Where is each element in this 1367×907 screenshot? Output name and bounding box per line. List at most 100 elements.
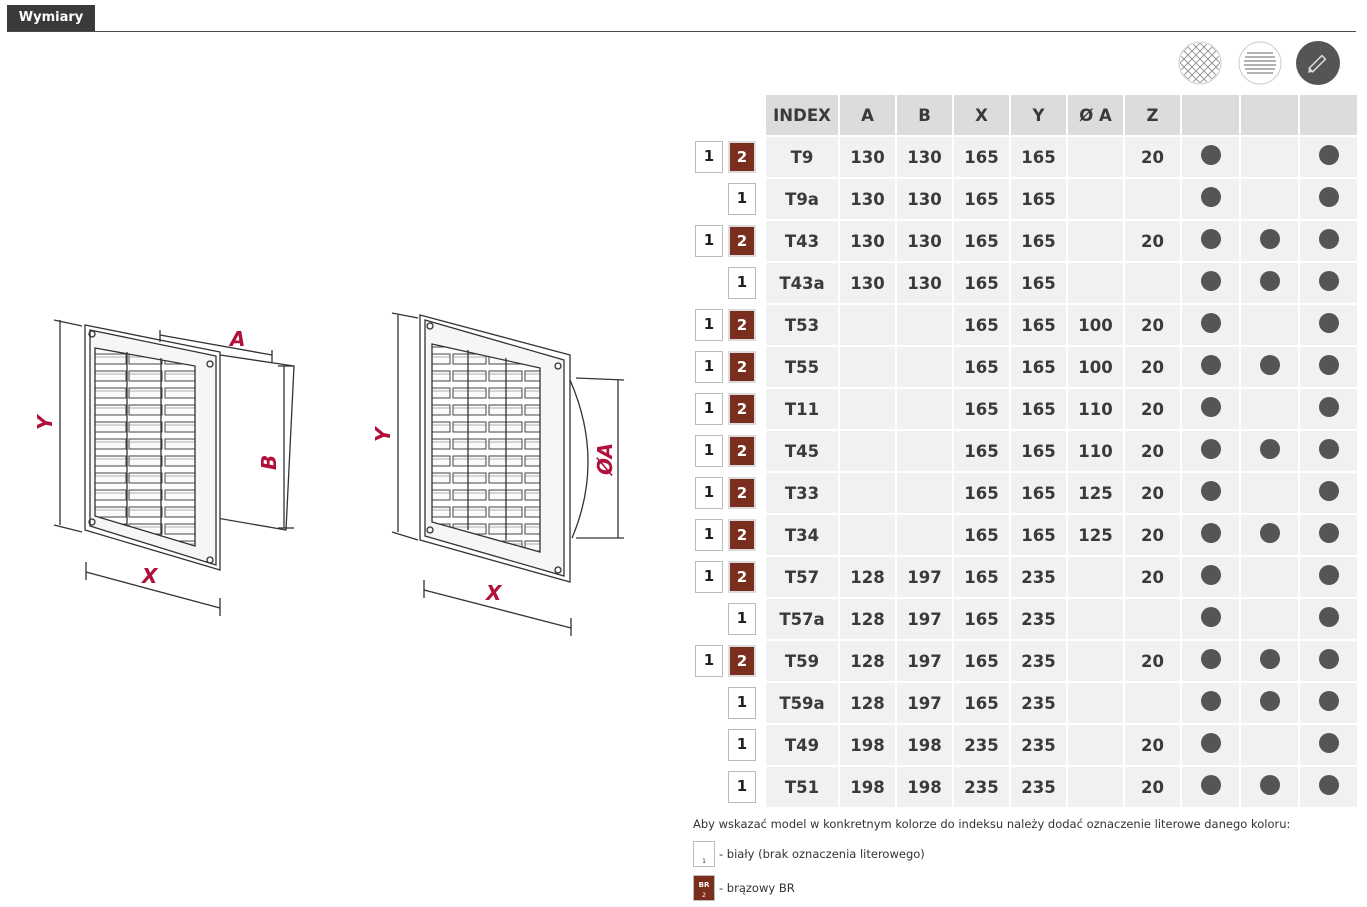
availability-dot-icon [1200,439,1221,459]
cell-z: 20 [1125,765,1180,807]
color-badge-brown[interactable]: 2 [728,477,756,509]
cell-z: 20 [1125,555,1180,597]
cell-a [840,345,895,387]
color-badge-white[interactable]: 1 [695,477,723,509]
cell-y: 165 [1011,513,1066,555]
cell-index: T34 [766,513,838,555]
color-badge-brown[interactable]: 2 [728,141,756,173]
cell-variant-3 [1300,177,1357,219]
color-badge-white[interactable]: 1 [695,351,723,383]
color-badge-brown[interactable]: 2 [728,645,756,677]
legend-white-label: - biały (brak oznaczenia literowego) [719,847,925,861]
availability-dot-icon [1259,229,1280,249]
cell-oa: 100 [1068,345,1123,387]
pencil-icon[interactable] [1296,41,1340,85]
availability-dot-icon [1259,355,1280,375]
availability-dot-icon [1200,145,1221,165]
cell-variant-2 [1241,765,1298,807]
color-badge-brown[interactable]: 2 [728,393,756,425]
color-badge-brown[interactable]: 2 [728,561,756,593]
availability-dot-icon [1200,733,1221,753]
color-badge-brown[interactable]: 2 [728,435,756,467]
cell-variant-2 [1241,345,1298,387]
color-badge-white[interactable]: 1 [695,561,723,593]
cell-b: 130 [897,219,952,261]
cell-variant-1 [1182,177,1239,219]
availability-dot-icon [1200,607,1221,627]
cell-b: 198 [897,723,952,765]
cell-a: 130 [840,177,895,219]
color-badge-white[interactable]: 1 [695,435,723,467]
color-badge-brown[interactable]: 2 [728,225,756,257]
header-index: INDEX [766,95,838,135]
color-badge-white[interactable]: 1 [728,267,756,299]
cell-variant-1 [1182,723,1239,765]
color-badge-white[interactable]: 1 [695,141,723,173]
color-badge-white[interactable]: 1 [728,603,756,635]
cell-y: 165 [1011,345,1066,387]
color-badge-white[interactable]: 1 [728,729,756,761]
color-badge-white[interactable]: 1 [695,309,723,341]
cell-z: 20 [1125,345,1180,387]
color-badge-white[interactable]: 1 [695,645,723,677]
cell-variant-1 [1182,681,1239,723]
cell-a [840,513,895,555]
cell-z: 20 [1125,303,1180,345]
cell-y: 235 [1011,765,1066,807]
color-badge-brown[interactable]: 2 [728,351,756,383]
color-badge-white[interactable]: 1 [695,225,723,257]
dim-label-y-right: Y [371,425,395,442]
tab-bar: Wymiary [7,5,1356,32]
cell-variant-1 [1182,765,1239,807]
color-badge-white[interactable]: 1 [728,771,756,803]
grille-drawing-left [53,319,295,616]
availability-dot-icon [1200,649,1221,669]
cell-variant-1 [1182,471,1239,513]
grille-drawing-right [391,312,625,636]
cell-variant-2 [1241,555,1298,597]
cell-a: 128 [840,681,895,723]
cell-index: T55 [766,345,838,387]
color-badge-white[interactable]: 1 [695,519,723,551]
cell-b: 130 [897,261,952,303]
header-badge-spacer [694,95,764,135]
cell-b [897,429,952,471]
cell-index: T33 [766,471,838,513]
cell-y: 165 [1011,471,1066,513]
cell-y: 235 [1011,597,1066,639]
mesh-grille-icon[interactable] [1178,41,1222,85]
white-swatch: 1 [693,841,715,867]
cell-x: 165 [954,387,1009,429]
availability-dot-icon [1318,229,1339,249]
color-badge-white[interactable]: 1 [728,687,756,719]
color-badge-white[interactable]: 1 [728,183,756,215]
header-b: B [897,95,952,135]
cell-variant-3 [1300,681,1357,723]
cell-b [897,345,952,387]
cell-variant-1 [1182,303,1239,345]
cell-index: T57 [766,555,838,597]
cell-x: 165 [954,429,1009,471]
cell-a: 128 [840,597,895,639]
availability-dot-icon [1318,733,1339,753]
cell-variant-1 [1182,429,1239,471]
cell-a [840,471,895,513]
cell-variant-2 [1241,261,1298,303]
color-badge-brown[interactable]: 2 [728,309,756,341]
tab-wymiary[interactable]: Wymiary [7,5,95,31]
louvre-grille-icon[interactable] [1238,41,1282,85]
cell-oa [1068,765,1123,807]
availability-dot-icon [1200,565,1221,585]
color-badge-brown[interactable]: 2 [728,519,756,551]
dim-label-oa: ØA [593,443,617,476]
color-badge-white[interactable]: 1 [695,393,723,425]
cell-oa [1068,135,1123,177]
